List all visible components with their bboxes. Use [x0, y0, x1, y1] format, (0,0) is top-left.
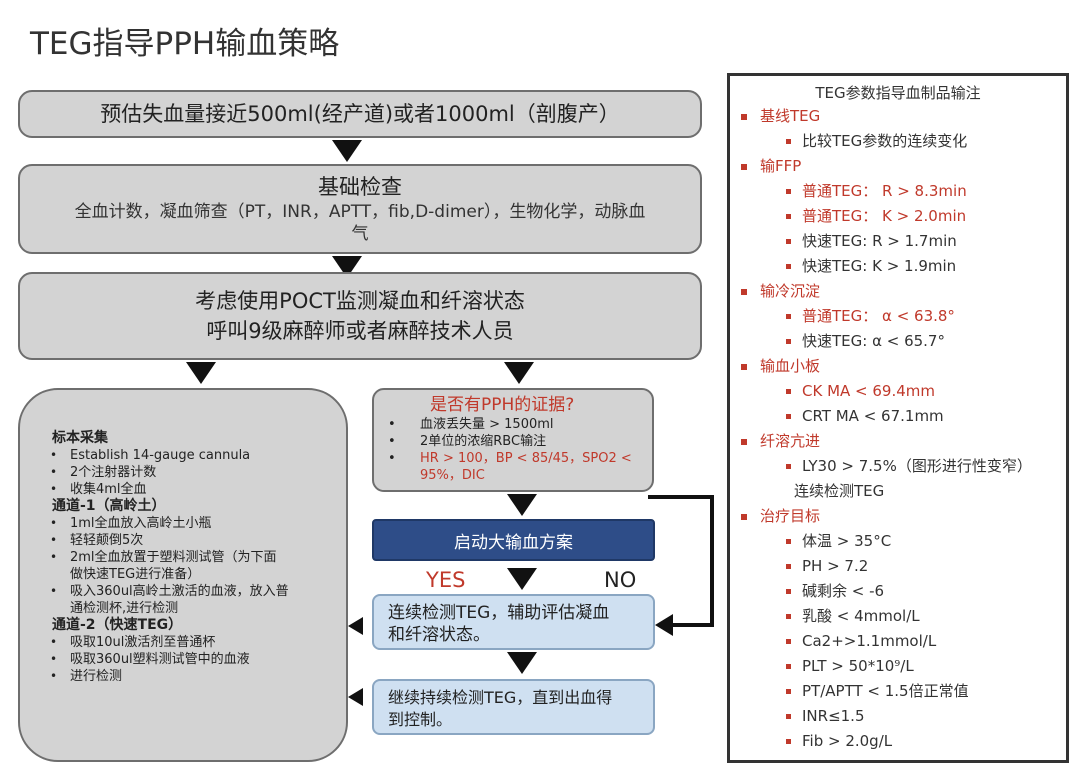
parameter-category: 治疗目标: [730, 504, 1066, 529]
massive-transfusion-text: 启动大输血方案: [454, 532, 573, 553]
teg-parameter-header: TEG参数指导血制品输注: [815, 84, 981, 102]
parameter-category: 输FFP: [730, 154, 1066, 179]
continue-line1: 继续持续检测TEG，直到出血得: [388, 688, 613, 707]
parameter-category: 纤溶亢进: [730, 429, 1066, 454]
estimate-blood-loss-text: 预估失血量接近500ml(经产道)或者1000ml（剖腹产）: [100, 102, 620, 126]
list-item: 通检测杯,进行检测: [70, 601, 179, 616]
monitor-line1: 连续检测TEG，辅助评估凝血: [388, 603, 610, 623]
pph-evidence-box: 是否有PPH的证据? 血液丢失量 > 1500ml2单位的浓缩RBC输注HR >…: [372, 388, 654, 492]
parameter-item: CK MA < 69.4mm: [730, 379, 1066, 404]
parameter-item: 快速TEG: α < 65.7°: [730, 329, 1066, 354]
basic-tests-box: 基础检查 全血计数，凝血筛查（PT，INR，APTT，fib,D-dimer），…: [18, 164, 702, 254]
pph-criterion: HR > 100，BP < 85/45，SPO2 <: [374, 450, 648, 467]
yes-label: YES: [426, 568, 466, 592]
arrow-down: [186, 362, 216, 384]
pph-criterion: 2单位的浓缩RBC输注: [374, 433, 648, 450]
section-heading: 通道-2（快速TEG）: [52, 617, 183, 633]
list-item: Establish 14-gauge cannula: [50, 447, 346, 464]
list-item: 2ml全血放置于塑料测试管（为下面: [50, 549, 346, 566]
list-item: 进行检测: [50, 668, 346, 685]
arrow-left: [655, 614, 673, 636]
pph-evidence-list: 血液丢失量 > 1500ml2单位的浓缩RBC输注HR > 100，BP < 8…: [374, 416, 648, 484]
parameter-item: PH > 7.2: [730, 554, 1066, 579]
list-item: 吸取10ul激活剂至普通杯: [50, 634, 346, 651]
parameter-item: 普通TEG： R > 8.3min: [730, 179, 1066, 204]
list-item: 吸入360ul高岭土激活的血液，放入普: [50, 583, 346, 600]
parameter-item: 快速TEG: R > 1.7min: [730, 229, 1066, 254]
parameter-item: PT/APTT < 1.5倍正常值: [730, 679, 1066, 704]
parameter-item: 快速TEG: K > 1.9min: [730, 254, 1066, 279]
pph-criterion: 血液丢失量 > 1500ml: [374, 416, 648, 433]
massive-transfusion-box: 启动大输血方案: [372, 519, 655, 561]
monitor-teg-box: 连续检测TEG，辅助评估凝血 和纤溶状态。: [372, 594, 655, 650]
arrow-left: [348, 688, 363, 706]
arrow-down: [507, 494, 537, 516]
section-heading: 通道-1（高岭土）: [52, 498, 166, 514]
pph-evidence-heading: 是否有PPH的证据?: [430, 395, 575, 415]
parameter-item: 普通TEG： K > 2.0min: [730, 204, 1066, 229]
list-item: 收集4ml全血: [50, 481, 346, 498]
sample-collection-list: 标本采集Establish 14-gauge cannula2个注射器计数收集4…: [50, 430, 346, 685]
parameter-item: 乳酸 < 4mmol/L: [730, 604, 1066, 629]
parameter-item: PLT > 50*10⁹/L: [730, 654, 1066, 679]
continue-line2: 到控制。: [388, 710, 453, 729]
no-connector-return: [672, 623, 714, 627]
parameter-category: 输血小板: [730, 354, 1066, 379]
continue-teg-box: 继续持续检测TEG，直到出血得 到控制。: [372, 679, 655, 735]
estimate-blood-loss-box: 预估失血量接近500ml(经产道)或者1000ml（剖腹产）: [18, 90, 702, 138]
page-title: TEG指导PPH输血策略: [30, 26, 340, 62]
arrow-left: [348, 617, 363, 635]
no-connector-horizontal: [648, 495, 714, 499]
list-item: 1ml全血放入高岭土小瓶: [50, 515, 346, 532]
basic-tests-line2: 气: [351, 224, 369, 244]
list-item: 吸取360ul塑料测试管中的血液: [50, 651, 346, 668]
basic-tests-line1: 全血计数，凝血筛查（PT，INR，APTT，fib,D-dimer），生物化学，…: [74, 202, 646, 222]
parameter-item: Fib > 2.0g/L: [730, 729, 1066, 754]
no-label: NO: [604, 568, 637, 592]
monitor-line2: 和纤溶状态。: [388, 625, 490, 645]
parameter-item: LY30 > 7.5%（图形进行性变窄）: [730, 454, 1066, 479]
section-heading: 标本采集: [52, 430, 108, 446]
parameter-category: 基线TEG: [730, 104, 1066, 129]
parameter-item: 碱剩余 < -6: [730, 579, 1066, 604]
list-item: 2个注射器计数: [50, 464, 346, 481]
arrow-down: [507, 652, 537, 674]
parameter-item: 连续检测TEG: [794, 482, 885, 500]
basic-tests-heading: 基础检查: [318, 175, 402, 199]
pph-criterion: 95%，DIC: [420, 468, 485, 483]
arrow-down: [504, 362, 534, 384]
parameter-item: INR≤1.5: [730, 704, 1066, 729]
parameter-item: 体温 > 35°C: [730, 529, 1066, 554]
parameter-item: Ca2+>1.1mmol/L: [730, 629, 1066, 654]
parameter-category: 输冷沉淀: [730, 279, 1066, 304]
parameter-item: CRT MA < 67.1mm: [730, 404, 1066, 429]
arrow-down: [507, 568, 537, 590]
arrow-down: [332, 140, 362, 162]
list-item: 轻轻颠倒5次: [50, 532, 346, 549]
parameter-item: 比较TEG参数的连续变化: [730, 129, 1066, 154]
parameter-item: 普通TEG： α < 63.8°: [730, 304, 1066, 329]
poct-box: 考虑使用POCT监测凝血和纤溶状态 呼叫9级麻醉师或者麻醉技术人员: [18, 272, 702, 360]
list-item: 做快速TEG进行准备）: [70, 567, 201, 582]
no-connector-vertical: [710, 495, 714, 627]
poct-line1: 考虑使用POCT监测凝血和纤溶状态: [195, 289, 525, 313]
sample-collection-panel: 标本采集Establish 14-gauge cannula2个注射器计数收集4…: [18, 388, 348, 762]
poct-line2: 呼叫9级麻醉师或者麻醉技术人员: [206, 319, 514, 343]
